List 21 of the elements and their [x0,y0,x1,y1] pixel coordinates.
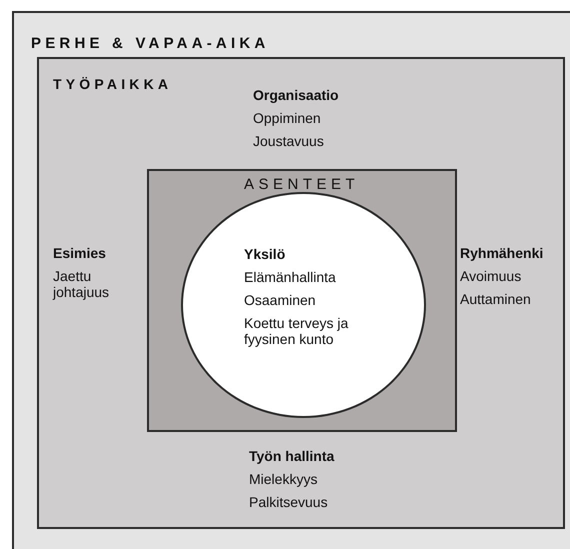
item-text: Auttaminen [460,291,531,308]
group-heading: Organisaatio [253,87,339,104]
item-text: Oppiminen [253,110,321,126]
group-heading: Ryhmähenki [460,245,544,262]
item-text: Joustavuus [253,133,324,150]
group-heading: Työn hallinta [249,448,334,464]
outer-box [12,11,570,549]
item-text: Jaettu johtajuus [53,268,110,300]
group-heading: Yksilö [244,246,286,262]
group-heading: Esimies [53,245,106,262]
item-text: Avoimuus [460,268,522,284]
section-title: TYÖPAIKKA [53,76,172,92]
section-title: PERHE & VAPAA-AIKA [31,35,270,52]
item-text: Palkitsevuus [249,494,328,510]
item-text: Elämänhallinta [244,269,336,286]
item-text: Osaaminen [244,292,316,308]
attitudes-box [147,169,457,432]
workplace-box [37,57,565,529]
item-text: Koettu terveys ja fyysinen kunto [244,315,350,348]
section-title: ASENTEET [244,176,360,194]
item-text: Mielekkyys [249,471,318,488]
